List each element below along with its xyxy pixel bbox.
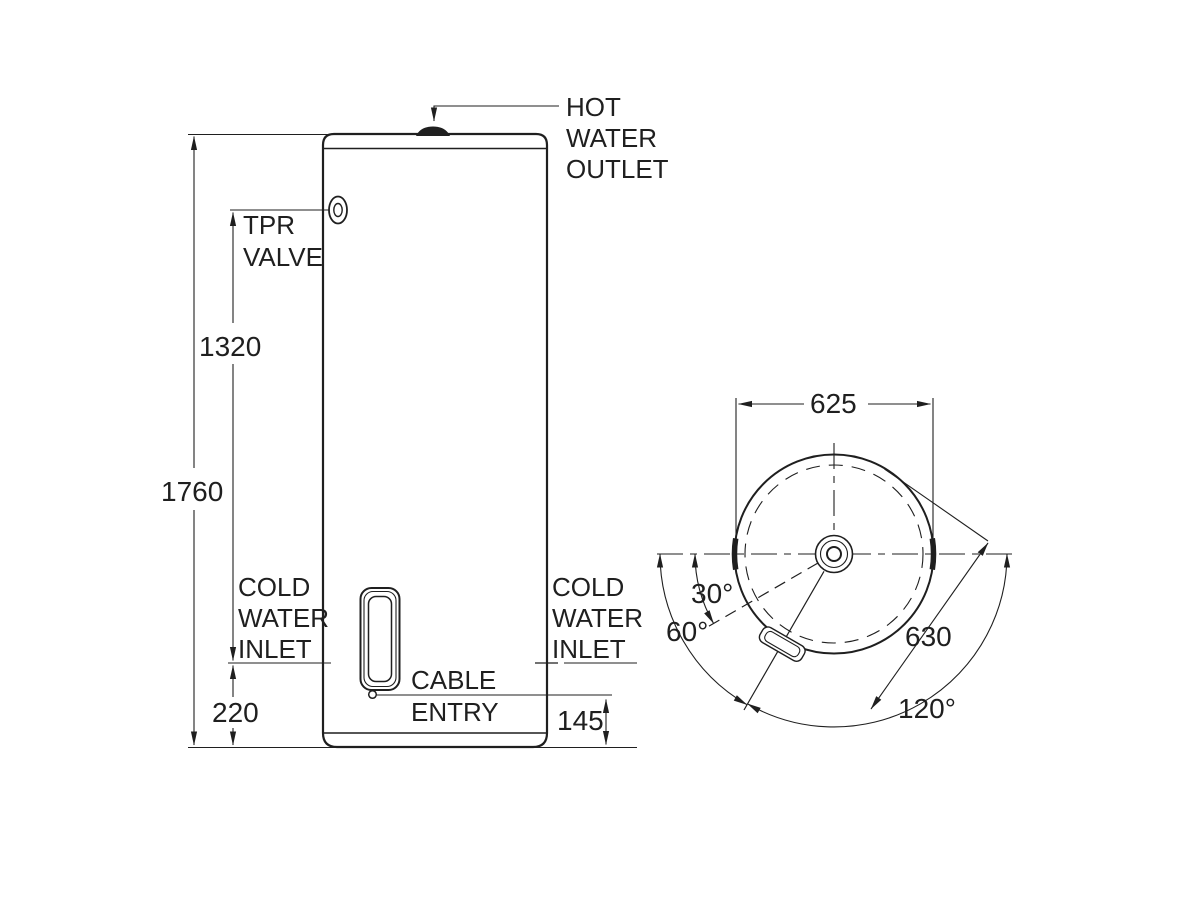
element-boss-outer [758, 626, 806, 662]
tpr-valve-fitting-inner [333, 202, 343, 218]
front-view: 1760 1320 TPR VALVE COLD WATER INLET 220… [161, 92, 669, 749]
angle-60-arc [656, 553, 748, 706]
label-cold-left-line2: WATER [238, 603, 329, 633]
label-cold-right-line1: COLD [552, 572, 624, 602]
angle-30-text: 30° [691, 578, 733, 609]
access-panel-inner [367, 595, 393, 683]
plan-view: 625 630 30° 60° 120° [656, 388, 1016, 728]
dim-630-ext [884, 468, 989, 542]
access-panel-mid [363, 590, 397, 688]
dim-625-text: 625 [810, 388, 857, 419]
dim-1320-text: 1320 [199, 331, 261, 362]
element-boss [758, 626, 806, 662]
label-cold-left-line3: INLET [238, 634, 312, 664]
dim-630-text: 630 [905, 621, 952, 652]
label-cable-line1: CABLE [411, 665, 496, 695]
tpr-valve-fitting [328, 195, 348, 225]
label-cold-right-line3: INLET [552, 634, 626, 664]
dim-220-text: 220 [212, 697, 259, 728]
hot-water-outlet-leader [430, 105, 559, 122]
dim-145-text: 145 [557, 705, 604, 736]
angle-120-text: 120° [898, 693, 956, 724]
dim-630-line [870, 542, 989, 710]
label-hot-line3: OUTLET [566, 154, 669, 184]
tank-outline [321, 132, 549, 749]
dim-1760-text: 1760 [161, 476, 223, 507]
angle-60-text: 60° [666, 616, 708, 647]
cable-gland [367, 689, 378, 700]
label-cable-line2: ENTRY [411, 697, 499, 727]
label-cold-left-line1: COLD [238, 572, 310, 602]
access-panel-outer [359, 587, 401, 691]
hot-water-outlet-fitting [416, 126, 450, 136]
label-cold-right-line2: WATER [552, 603, 643, 633]
label-tpr-line2: VALVE [243, 242, 323, 272]
label-hot-line2: WATER [566, 123, 657, 153]
label-tpr-line1: TPR [243, 210, 295, 240]
label-hot-line1: HOT [566, 92, 621, 122]
